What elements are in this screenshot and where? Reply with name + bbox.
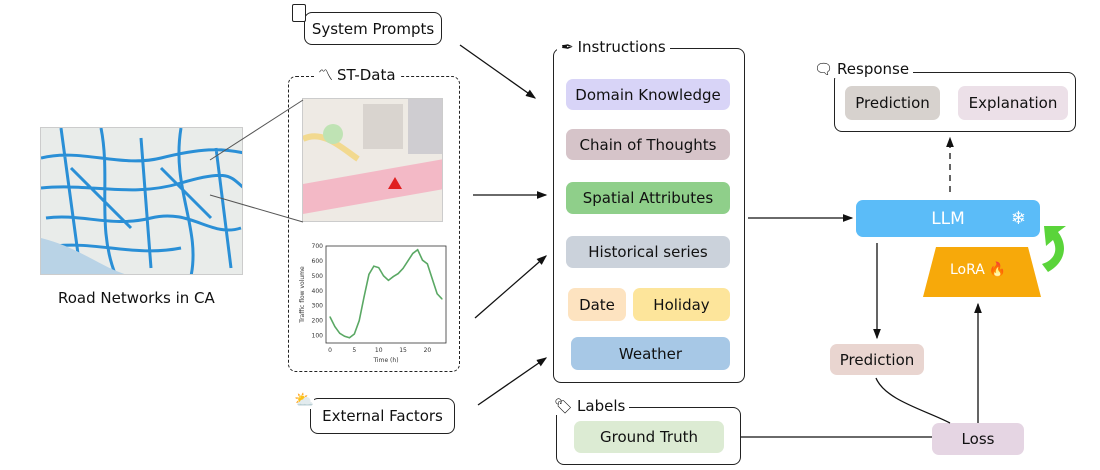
data-point xyxy=(358,320,360,322)
data-point xyxy=(417,249,419,251)
y-tick-label: 400 xyxy=(312,288,324,295)
y-tick-label: 500 xyxy=(312,273,324,280)
domain-knowledge-item: Domain Knowledge xyxy=(566,79,730,110)
data-point xyxy=(412,252,414,255)
spatial-attributes-item: Spatial Attributes xyxy=(566,182,730,214)
system-prompts-box: System Prompts xyxy=(304,12,442,45)
st-data-label: 〽ST-Data xyxy=(314,64,400,85)
road-network-map xyxy=(40,127,243,275)
x-tick-label: 0 xyxy=(328,347,332,354)
lora-label-wrap: LoRA🔥 xyxy=(950,262,1006,278)
data-point xyxy=(329,316,331,318)
data-point xyxy=(344,335,346,337)
traffic-flow-line xyxy=(329,248,443,339)
response-prediction: Prediction xyxy=(845,86,940,120)
response-label: 🗨Response xyxy=(810,60,914,78)
data-point xyxy=(402,267,404,269)
data-point xyxy=(421,259,424,261)
data-point xyxy=(353,333,355,335)
data-point xyxy=(387,279,390,281)
data-point xyxy=(426,263,428,265)
ground-truth-item: Ground Truth xyxy=(574,421,724,453)
data-point xyxy=(363,296,365,298)
document-icon xyxy=(292,4,306,22)
data-point xyxy=(378,267,380,269)
x-tick-label: 5 xyxy=(352,347,356,354)
external-factors-label: External Factors xyxy=(322,407,443,425)
data-point xyxy=(436,293,438,295)
data-point xyxy=(339,332,341,334)
prediction-box: Prediction xyxy=(830,344,924,375)
weather-icon: ⛅ xyxy=(294,390,314,409)
road-map-caption: Road Networks in CA xyxy=(58,289,215,307)
data-point xyxy=(397,273,399,275)
x-tick-label: 15 xyxy=(399,347,407,354)
holiday-item: Holiday xyxy=(633,288,730,321)
x-axis-label: Time (h) xyxy=(372,357,398,364)
response-explanation: Explanation xyxy=(958,86,1068,120)
labels-label: 🏷Labels xyxy=(550,397,630,415)
data-point xyxy=(382,275,385,277)
plot-frame xyxy=(325,245,447,344)
data-point xyxy=(392,275,394,278)
date-item: Date xyxy=(568,288,626,321)
chatbot-icon: 🗨 xyxy=(814,60,834,78)
data-point xyxy=(407,260,409,262)
llm-label: LLM xyxy=(931,208,965,229)
data-point xyxy=(334,325,336,328)
road-lines xyxy=(41,128,242,274)
fire-icon: 🔥 xyxy=(988,262,1007,278)
y-tick-label: 100 xyxy=(312,333,324,340)
street-map-image xyxy=(302,98,443,222)
snowflake-icon: ❄ xyxy=(1010,208,1026,229)
x-tick-label: 20 xyxy=(424,347,432,354)
tag-icon: 🏷 xyxy=(554,397,574,415)
y-tick-label: 300 xyxy=(312,303,324,310)
instructions-label: ✒Instructions xyxy=(557,38,670,56)
x-tick-label: 10 xyxy=(375,347,383,354)
chain-of-thoughts-item: Chain of Thoughts xyxy=(566,129,730,160)
system-prompts-label: System Prompts xyxy=(311,19,435,38)
external-factors-box: External Factors xyxy=(310,398,455,434)
data-point xyxy=(441,298,443,300)
waveform-icon: 〽 xyxy=(318,66,334,84)
y-tick-label: 600 xyxy=(312,258,324,265)
lora-block xyxy=(923,247,1041,297)
historical-series-item: Historical series xyxy=(566,236,730,268)
weather-item: Weather xyxy=(571,337,730,370)
update-arrow-icon xyxy=(1042,226,1066,272)
data-point xyxy=(373,265,375,267)
llm-block: LLM ❄ xyxy=(856,200,1040,237)
loss-box: Loss xyxy=(932,423,1024,455)
y-tick-label: 200 xyxy=(312,318,324,325)
lora-label: LoRA xyxy=(950,262,985,278)
data-point xyxy=(348,337,351,339)
data-point xyxy=(431,278,433,280)
y-tick-label: 700 xyxy=(312,243,324,250)
data-point xyxy=(368,273,370,275)
feather-icon: ✒ xyxy=(561,38,574,56)
y-axis-label: Traffic flow volume xyxy=(299,266,306,324)
